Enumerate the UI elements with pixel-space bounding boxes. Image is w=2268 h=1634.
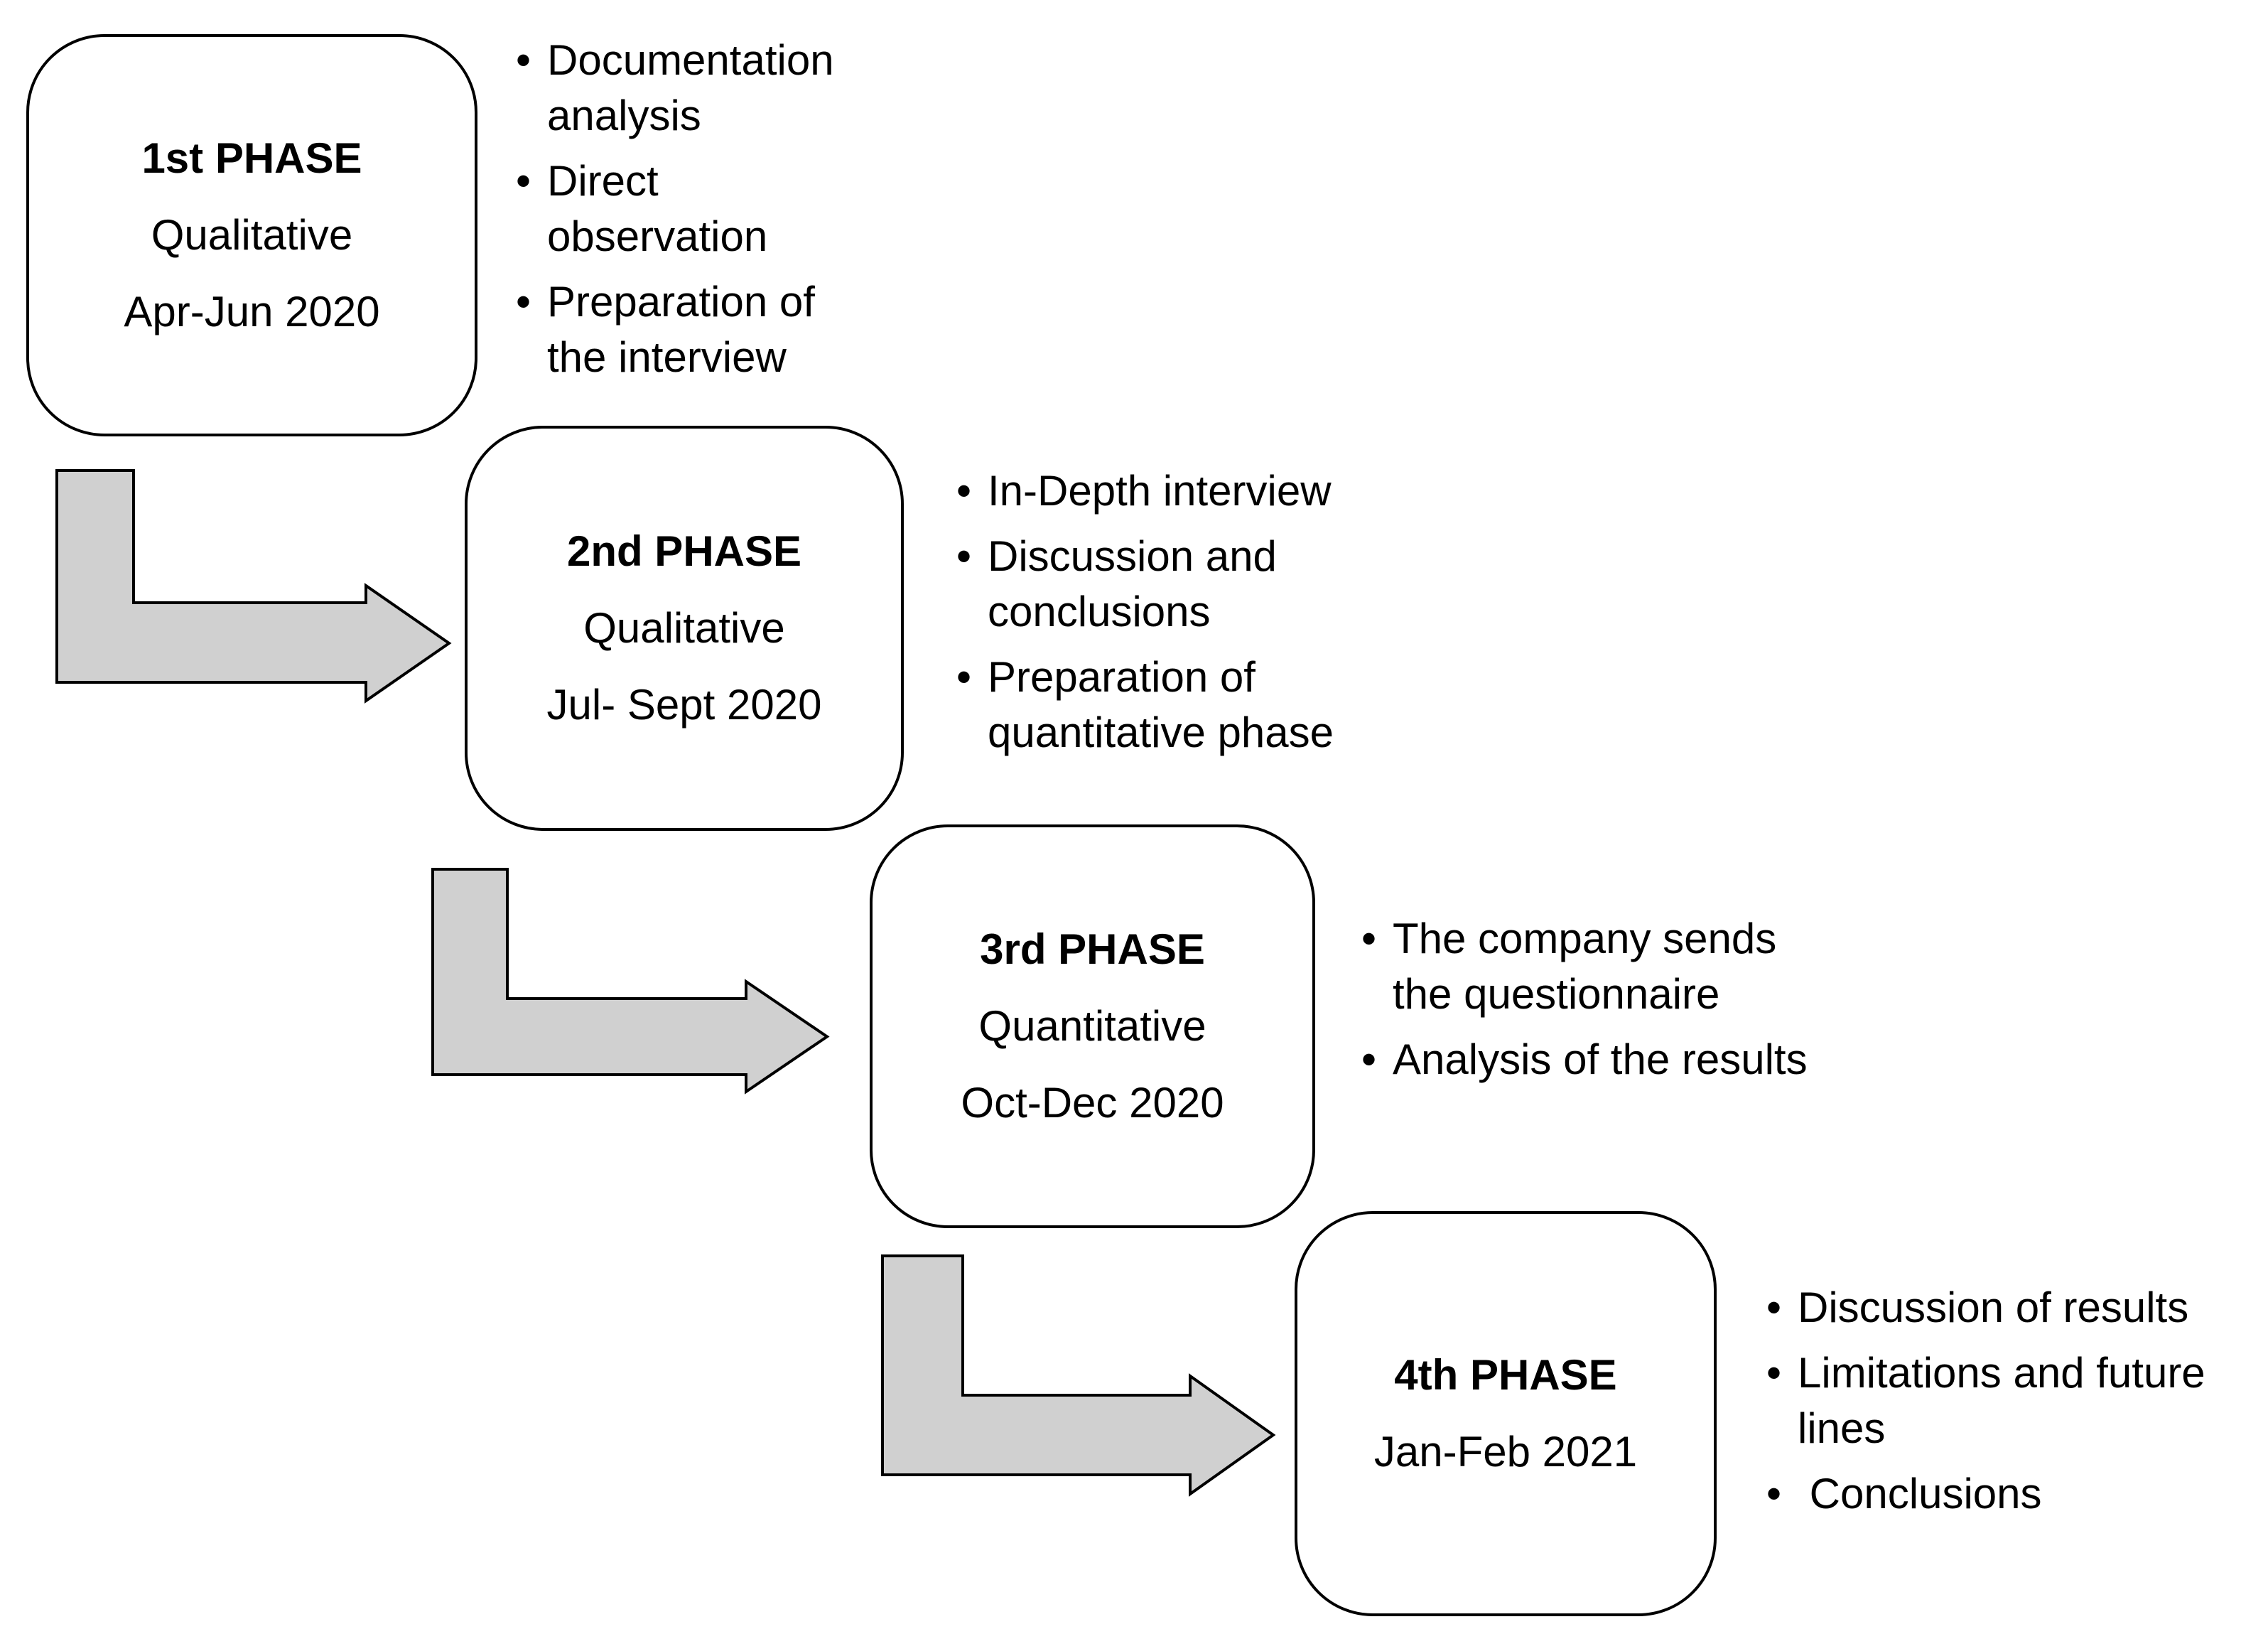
phase-1-activity: •Documentation analysis [516,33,834,144]
phase-4-title: 4th PHASE [1394,1351,1617,1399]
phase-1-activity: •Preparation of the interview [516,274,834,385]
phase-3-title: 3rd PHASE [980,925,1205,973]
phase-3-activity: •Analysis of the results [1361,1032,1808,1087]
phase-2-activities: •In-Depth interview •Discussion and conc… [956,463,1334,770]
bullet-icon: • [1361,1036,1377,1083]
bullet-icon: • [1361,915,1377,962]
phase-2-type: Qualitative [583,604,785,652]
bullet-icon: • [956,653,972,701]
bullet-icon: • [1766,1470,1782,1517]
phase-3-activities: •The company sends the questionnaire •An… [1361,911,1808,1097]
phase-1-box: 1st PHASE Qualitative Apr-Jun 2020 [26,34,477,436]
phase-2-activity: •Preparation of quantitative phase [956,650,1334,760]
phase-2-activity: •In-Depth interview [956,463,1334,519]
phase-1-dates: Apr-Jun 2020 [124,288,380,335]
arrow-1-to-2 [55,469,452,704]
bullet-icon: • [516,278,531,326]
phase-2-dates: Jul- Sept 2020 [546,681,822,729]
phase-4-activity: • Conclusions [1766,1466,2205,1522]
phase-1-type: Qualitative [151,211,353,259]
phase-2-title: 2nd PHASE [566,527,802,575]
bullet-icon: • [1766,1349,1782,1397]
bullet-icon: • [516,36,531,84]
phase-4-box: 4th PHASE Jan-Feb 2021 [1295,1211,1717,1616]
phase-3-type: Quantitative [978,1002,1206,1050]
phase-1-title: 1st PHASE [141,134,362,182]
phase-3-box: 3rd PHASE Quantitative Oct-Dec 2020 [870,824,1315,1228]
phase-4-activity: •Limitations and future lines [1766,1345,2205,1456]
phase-1-activity: •Direct observation [516,154,834,264]
phase-3-activity: •The company sends the questionnaire [1361,911,1808,1022]
arrow-2-to-3 [431,868,830,1095]
phase-4-activity: •Discussion of results [1766,1280,2205,1335]
arrow-3-to-4 [881,1254,1276,1497]
phase-2-activity: •Discussion and conclusions [956,529,1334,640]
phase-2-box: 2nd PHASE Qualitative Jul- Sept 2020 [465,426,904,831]
phase-4-activities: •Discussion of results •Limitations and … [1766,1280,2205,1532]
bullet-icon: • [516,157,531,205]
bullet-icon: • [1766,1284,1782,1331]
bullet-icon: • [956,467,972,515]
phase-3-dates: Oct-Dec 2020 [961,1079,1224,1127]
bullet-icon: • [956,532,972,580]
phase-4-dates: Jan-Feb 2021 [1373,1428,1638,1476]
phase-1-activities: •Documentation analysis •Direct observat… [516,33,834,395]
